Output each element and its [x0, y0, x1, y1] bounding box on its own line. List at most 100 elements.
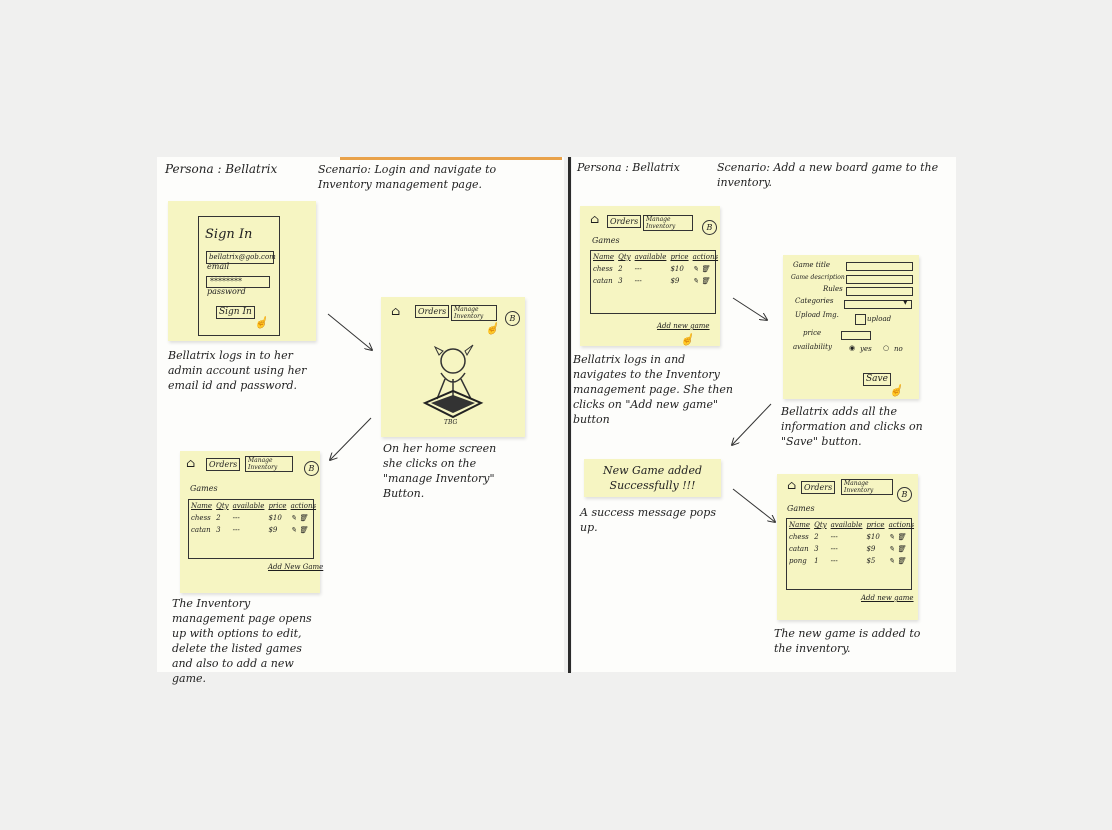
home-icon[interactable]: ⌂	[391, 304, 401, 318]
table-cell: catan	[593, 277, 613, 285]
delete-icon[interactable]: 🗑	[894, 557, 906, 565]
arrow-form-to-success	[732, 403, 772, 445]
orders-button[interactable]: Orders	[801, 481, 836, 494]
home-icon[interactable]: ⌂	[590, 212, 600, 226]
right-scenario: Scenario: Add a new board game to the in…	[717, 161, 939, 189]
success-message-sketch: New Game added Successfully !!!	[584, 459, 721, 497]
left-caption-2: On her home screen she clicks on the "ma…	[383, 442, 497, 500]
right-caption-1: Bellatrix logs in and navigates to the I…	[573, 353, 733, 426]
avatar[interactable]: B	[304, 461, 319, 476]
table-cell: 3	[216, 526, 221, 534]
edit-icon[interactable]: ✎	[692, 265, 699, 273]
table-cell: ---	[830, 557, 838, 565]
signin-button[interactable]: Sign In	[216, 306, 255, 319]
edit-icon[interactable]: ✎	[888, 545, 895, 553]
arrow-home-to-inventory	[330, 417, 372, 460]
availability-no-radio-icon[interactable]: ○	[883, 344, 890, 352]
delete-icon[interactable]: 🗑	[894, 533, 906, 541]
table-cell: $9	[268, 526, 278, 534]
manage-inventory-button[interactable]: Manage Inventory	[245, 456, 293, 472]
email-input[interactable]: bellatrix@gob.com	[206, 251, 276, 264]
edit-icon[interactable]: ✎	[692, 277, 699, 285]
table-cell: catan	[789, 545, 809, 553]
actions-cell: ✎ 🗑	[691, 275, 720, 287]
add-new-game-link[interactable]: Add new game	[657, 322, 710, 330]
add-new-game-link[interactable]: Add New Game	[268, 563, 324, 571]
avatar[interactable]: B	[505, 311, 520, 326]
edit-icon[interactable]: ✎	[888, 557, 895, 565]
orders-button[interactable]: Orders	[607, 215, 642, 228]
availability-yes-label: yes	[860, 345, 872, 353]
password-input[interactable]: ********	[206, 276, 270, 288]
edit-icon[interactable]: ✎	[888, 533, 895, 541]
edit-icon[interactable]: ✎	[290, 526, 297, 534]
manage-inventory-button[interactable]: Manage Inventory	[841, 479, 893, 495]
column-header: Qty	[618, 253, 631, 261]
signin-sketch: Sign In bellatrix@gob.com email ********…	[168, 201, 316, 341]
home-icon[interactable]: ⌂	[787, 478, 797, 492]
table-cell: $9	[670, 277, 680, 285]
games-heading: Games	[190, 484, 218, 493]
price-label: price	[803, 329, 822, 337]
paper-edge	[340, 157, 562, 160]
orders-button[interactable]: Orders	[206, 458, 241, 471]
manage-inventory-button[interactable]: Manage Inventory	[643, 215, 693, 231]
table-row: catan 3 --- $9 ✎ 🗑	[787, 543, 916, 555]
categories-select[interactable]	[844, 300, 912, 309]
signin-title: Sign In	[205, 227, 253, 242]
table-cell: $10	[866, 533, 880, 541]
delete-icon[interactable]: 🗑	[296, 526, 308, 534]
left-caption-3: The Inventory management page opens up w…	[172, 597, 312, 685]
avatar[interactable]: B	[702, 220, 717, 235]
delete-icon[interactable]: 🗑	[698, 277, 710, 285]
table-cell: 2	[814, 533, 819, 541]
table-cell: ---	[232, 514, 240, 522]
delete-icon[interactable]: 🗑	[698, 265, 710, 273]
arrow-success-to-inventory	[732, 488, 775, 522]
add-game-form-sketch: Game title Game description Rules Catego…	[783, 255, 919, 399]
pointer-hand-icon: ☝	[889, 384, 903, 397]
pointer-hand-icon: ☝	[254, 316, 268, 329]
column-header: actions	[290, 502, 317, 510]
manage-inventory-button[interactable]: Manage Inventory	[451, 305, 497, 321]
delete-icon[interactable]: 🗑	[296, 514, 308, 522]
email-label: email	[207, 262, 230, 271]
upload-icon[interactable]	[855, 314, 866, 325]
avatar[interactable]: B	[897, 487, 912, 502]
column-header: actions	[692, 253, 719, 261]
rules-input[interactable]	[846, 287, 913, 296]
table-cell: ---	[232, 526, 240, 534]
games-heading: Games	[592, 236, 620, 245]
table-cell: $9	[866, 545, 876, 553]
column-header: Name	[789, 521, 811, 529]
orders-button[interactable]: Orders	[415, 305, 450, 318]
edit-icon[interactable]: ✎	[290, 514, 297, 522]
arrow-signin-to-home	[327, 313, 372, 350]
table-cell: $10	[670, 265, 684, 273]
game-description-input[interactable]	[846, 275, 913, 284]
table-cell: $5	[866, 557, 876, 565]
column-header: Qty	[216, 502, 229, 510]
upload-img-label: Upload Img.	[795, 311, 839, 319]
save-button[interactable]: Save	[863, 373, 891, 386]
game-title-input[interactable]	[846, 262, 913, 271]
price-input[interactable]	[841, 331, 871, 340]
table-cell: 2	[216, 514, 221, 522]
delete-icon[interactable]: 🗑	[894, 545, 906, 553]
availability-yes-radio-icon[interactable]: ◉	[849, 344, 856, 352]
home-icon[interactable]: ⌂	[186, 456, 196, 470]
table-cell: chess	[789, 533, 809, 541]
table-cell: chess	[593, 265, 613, 273]
upload-button[interactable]: upload	[867, 315, 892, 323]
table-cell: ---	[830, 545, 838, 553]
table-cell: 3	[814, 545, 819, 553]
add-new-game-link[interactable]: Add new game	[861, 594, 914, 602]
